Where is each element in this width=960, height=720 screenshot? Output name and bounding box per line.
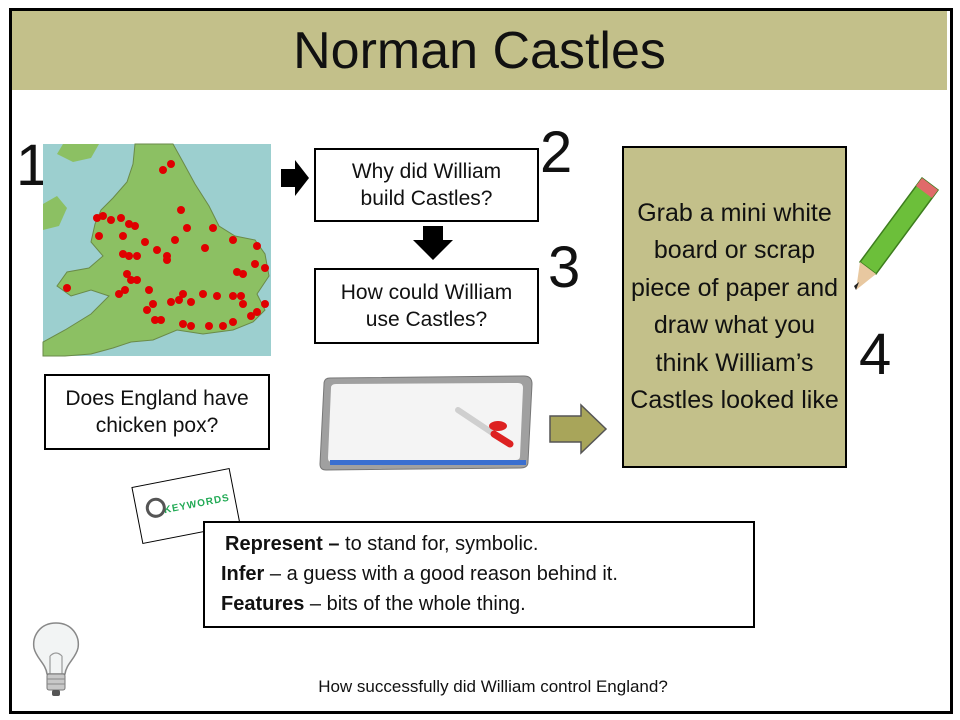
castle-dot xyxy=(153,246,161,254)
castle-dot xyxy=(99,212,107,220)
castle-dot xyxy=(157,316,165,324)
castle-dot xyxy=(175,296,183,304)
keyword-term: Represent – xyxy=(225,533,340,555)
castle-dot xyxy=(95,232,103,240)
castle-dot xyxy=(187,298,195,306)
arrow-down-icon xyxy=(413,226,453,260)
castle-dot xyxy=(209,224,217,232)
castle-dot xyxy=(121,286,129,294)
castle-dot xyxy=(167,298,175,306)
question-why-box: Why did William build Castles? xyxy=(314,148,539,222)
castle-dot xyxy=(123,270,131,278)
castle-dot xyxy=(179,320,187,328)
castle-dot xyxy=(131,222,139,230)
arrow-right-small-icon xyxy=(281,160,309,196)
castle-dot xyxy=(219,322,227,330)
castle-dot xyxy=(163,252,171,260)
castle-dot xyxy=(177,206,185,214)
keyword-definition: – a guess with a good reason behind it. xyxy=(264,563,618,585)
magnifier-icon xyxy=(144,496,168,520)
question-pox-box: Does England have chicken pox? xyxy=(44,374,270,450)
castle-dot xyxy=(145,286,153,294)
castle-dots xyxy=(63,160,269,330)
castle-dot xyxy=(119,232,127,240)
question-why-text: Why did William build Castles? xyxy=(351,159,502,210)
castle-dot xyxy=(253,308,261,316)
arrow-right-large-icon xyxy=(549,403,608,455)
castle-dot xyxy=(171,236,179,244)
castle-dot xyxy=(133,252,141,260)
instruction-box: Grab a mini white board or scrap piece o… xyxy=(622,146,847,468)
castle-dot xyxy=(253,242,261,250)
castle-dot xyxy=(115,290,123,298)
castle-dot xyxy=(117,214,125,222)
keyword-term: Features xyxy=(221,593,305,615)
england-castle-map xyxy=(42,143,271,357)
castle-dot xyxy=(107,216,115,224)
castle-dot xyxy=(187,322,195,330)
keyword-term: Infer xyxy=(221,563,265,585)
question-how-text: How could William use Castles? xyxy=(340,280,513,331)
step-number-1: 1 xyxy=(16,133,49,198)
castle-dot xyxy=(167,160,175,168)
castle-dot xyxy=(205,322,213,330)
keyword-features: Features – bits of the whole thing. xyxy=(221,589,753,619)
castle-dot xyxy=(229,318,237,326)
castle-dot xyxy=(213,292,221,300)
castle-dot xyxy=(63,284,71,292)
pencil-icon xyxy=(854,176,940,290)
whiteboard-icon xyxy=(319,375,533,471)
castle-dot xyxy=(233,268,241,276)
keyword-represent: Represent – to stand for, symbolic. xyxy=(221,529,753,559)
castle-dot xyxy=(239,300,247,308)
castle-dot xyxy=(229,236,237,244)
keywords-box: Represent – to stand for, symbolic. Infe… xyxy=(203,521,755,628)
map-land-west xyxy=(43,196,67,230)
castle-dot xyxy=(261,300,269,308)
castle-dot xyxy=(199,290,207,298)
step-number-2: 2 xyxy=(540,120,573,185)
castle-dot xyxy=(151,316,159,324)
castle-dot xyxy=(133,276,141,284)
castle-dot xyxy=(159,166,167,174)
castle-dot xyxy=(127,276,135,284)
castle-dot xyxy=(149,300,157,308)
castle-dot xyxy=(179,290,187,298)
castle-dot xyxy=(143,306,151,314)
question-pox-text: Does England have chicken pox? xyxy=(65,386,249,437)
castle-dot xyxy=(247,312,255,320)
keyword-infer: Infer – a guess with a good reason behin… xyxy=(221,559,753,589)
castle-dot xyxy=(261,264,269,272)
question-how-box: How could William use Castles? xyxy=(314,268,539,344)
step-number-3: 3 xyxy=(548,235,581,300)
castle-dot xyxy=(141,238,149,246)
footer-question: How successfully did William control Eng… xyxy=(318,677,668,696)
keywords-badge-text: KEYWORDS xyxy=(162,492,231,516)
map-land-north xyxy=(57,144,99,162)
castle-dot xyxy=(183,224,191,232)
lightbulb-icon xyxy=(32,622,80,696)
castle-dot xyxy=(125,252,133,260)
castle-dot xyxy=(251,260,259,268)
castle-dot xyxy=(237,292,245,300)
page-title: Norman Castles xyxy=(293,21,666,80)
title-banner: Norman Castles xyxy=(12,11,947,90)
keyword-definition: to stand for, symbolic. xyxy=(339,533,539,555)
castle-dot xyxy=(229,292,237,300)
keyword-definition: – bits of the whole thing. xyxy=(304,593,526,615)
instruction-text: Grab a mini white board or scrap piece o… xyxy=(630,198,839,415)
step-number-4: 4 xyxy=(859,322,892,387)
castle-dot xyxy=(201,244,209,252)
